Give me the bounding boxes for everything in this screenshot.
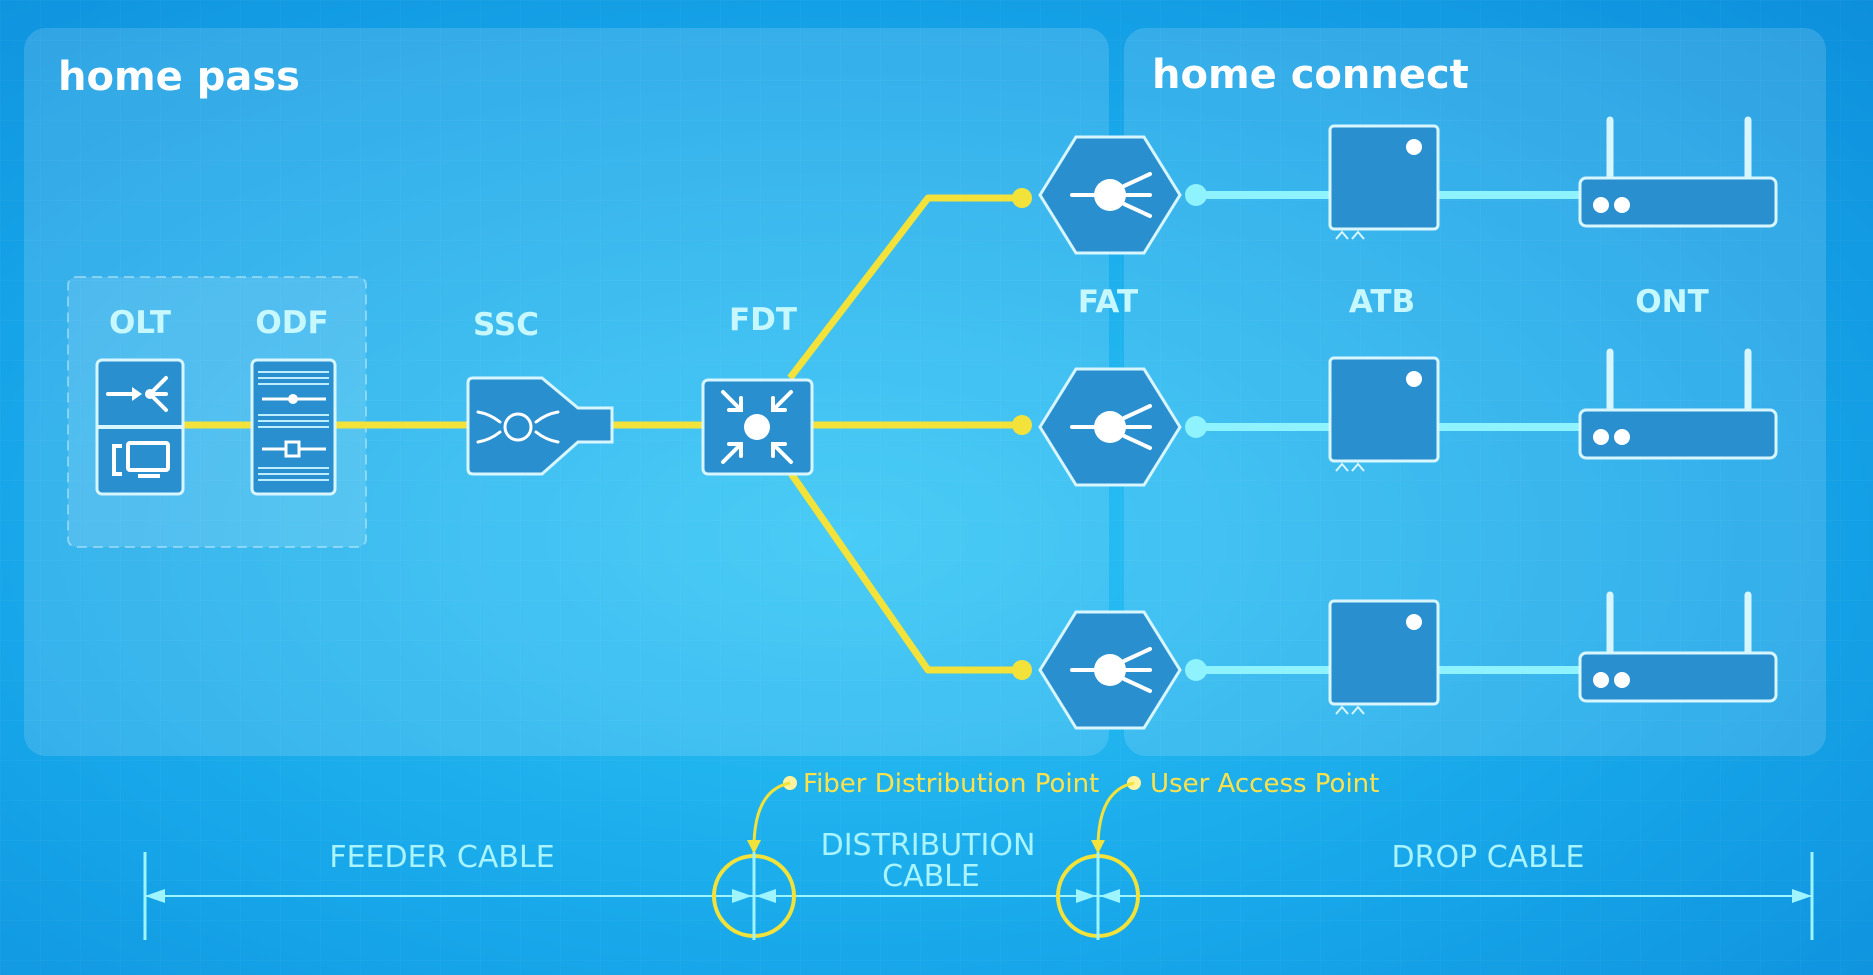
fiber-distribution-point-label: Fiber Distribution Point <box>803 769 1099 799</box>
splitter-arrow-icon <box>106 376 168 412</box>
cable-measurement <box>143 852 1814 940</box>
fdt-label: FDT <box>729 302 797 338</box>
router-icon <box>1578 591 1778 703</box>
ont-device-3 <box>1578 591 1778 703</box>
fiber-end-dots <box>1012 188 1032 680</box>
atb-label: ATB <box>1349 284 1415 320</box>
fiber-splitter-icon <box>1070 647 1152 693</box>
feeder-cable-label: FEEDER CABLE <box>329 840 554 875</box>
home-pass-title: home pass <box>58 54 300 100</box>
distribution-cable-label-line2: CABLE <box>882 859 980 894</box>
access-terminal-box-icon <box>1328 356 1440 472</box>
olt-label: OLT <box>109 305 171 341</box>
user-access-point-label: User Access Point <box>1150 769 1379 799</box>
fdt-device <box>701 378 814 476</box>
atb-device-3 <box>1328 599 1440 715</box>
atb-device-1 <box>1328 124 1440 240</box>
odf-label: ODF <box>255 305 328 341</box>
fiber-links <box>183 194 1022 674</box>
distribution-frame-icon <box>258 371 329 481</box>
router-icon <box>1578 116 1778 228</box>
olt-device <box>95 358 185 496</box>
fiber-splitter-icon <box>1070 404 1152 450</box>
access-terminal-box-icon <box>1328 124 1440 240</box>
terminal-computer-icon <box>112 441 170 478</box>
home-connect-title: home connect <box>1152 52 1469 98</box>
distribution-cable-label-line1: DISTRIBUTION <box>821 828 1036 863</box>
drop-links <box>1196 191 1580 674</box>
ssc-device <box>466 376 614 476</box>
fdt-fat3-link <box>787 469 1022 674</box>
ont-label: ONT <box>1635 284 1708 320</box>
odf-device <box>250 358 337 496</box>
ont-device-2 <box>1578 348 1778 460</box>
user-access-point-marker <box>1056 776 1141 940</box>
splice-closure-icon <box>476 410 560 444</box>
home-pass-zone: home pass <box>24 28 1109 756</box>
access-terminal-box-icon <box>1328 599 1440 715</box>
fat-device-2 <box>1038 367 1182 487</box>
fat-label: FAT <box>1078 284 1138 320</box>
fiber-splitter-icon <box>1070 172 1152 218</box>
drop-cable-label: DROP CABLE <box>1392 840 1585 875</box>
drop-start-dots <box>1185 184 1207 681</box>
fat-device-1 <box>1038 135 1182 255</box>
ssc-label: SSC <box>473 307 539 343</box>
home-connect-zone: home connect <box>1124 28 1826 756</box>
fdt-fat1-link <box>787 194 1022 381</box>
hub-arrows-icon <box>721 390 793 464</box>
ont-device-1 <box>1578 116 1778 228</box>
fat-device-3 <box>1038 610 1182 730</box>
router-icon <box>1578 348 1778 460</box>
atb-device-2 <box>1328 356 1440 472</box>
fiber-distribution-point-marker <box>712 776 797 940</box>
